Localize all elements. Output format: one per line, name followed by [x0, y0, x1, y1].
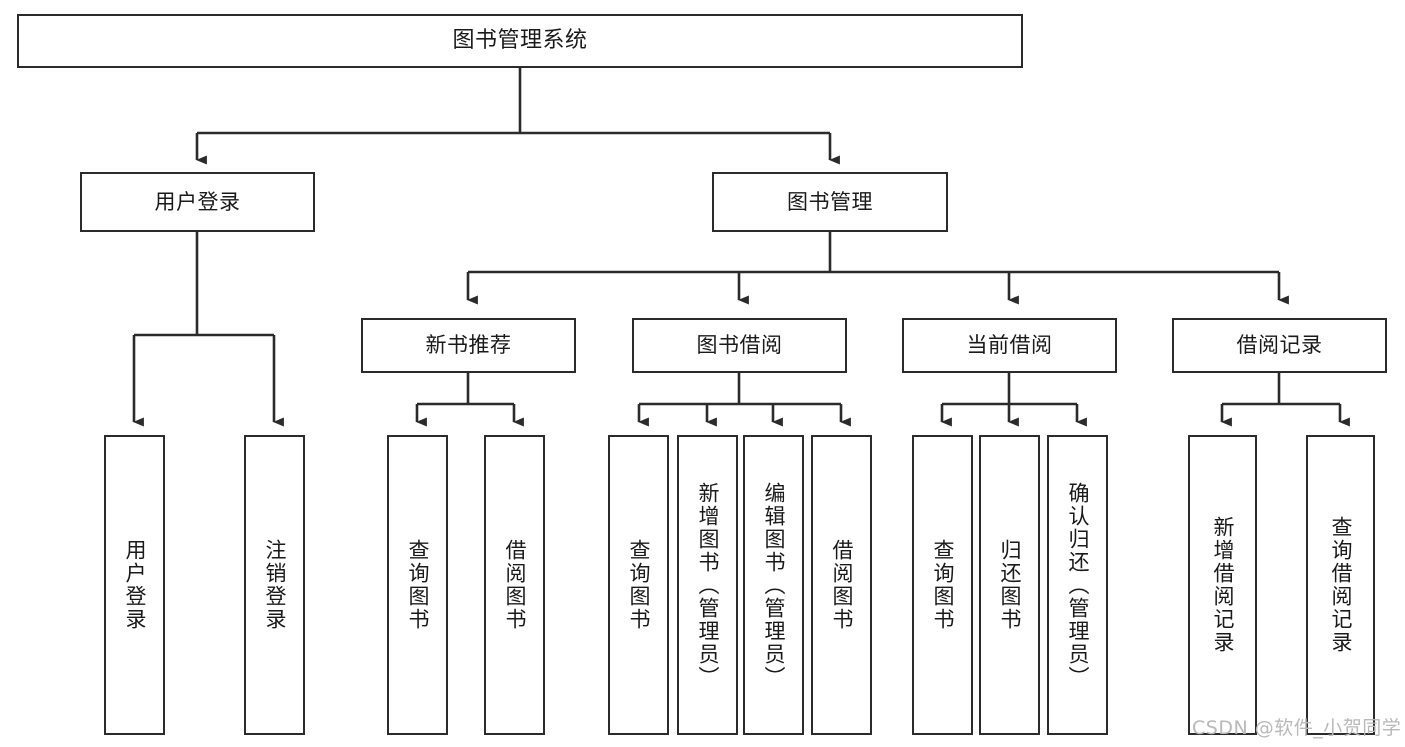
node-leaf-logout-login[interactable]: 注销登录	[244, 435, 305, 735]
node-leaf-borrow-book-1[interactable]: 借阅图书	[484, 435, 545, 735]
node-leaf-edit-book-label: 编辑图书（管理员）	[761, 481, 786, 689]
node-book-borrow-label: 图书借阅	[696, 333, 783, 358]
node-book-management-label: 图书管理	[787, 189, 873, 214]
node-book-management[interactable]: 图书管理	[712, 172, 948, 232]
node-leaf-user-login-label: 用户登录	[122, 539, 147, 631]
node-leaf-query-book-1-label: 查询图书	[405, 539, 430, 631]
node-leaf-add-record[interactable]: 新增借阅记录	[1188, 435, 1257, 735]
node-leaf-logout-login-label: 注销登录	[262, 539, 287, 631]
node-leaf-borrow-book-1-label: 借阅图书	[502, 539, 527, 631]
node-leaf-add-book-label: 新增图书（管理员）	[695, 481, 720, 689]
node-leaf-confirm-return-label: 确认归还（管理员）	[1065, 481, 1090, 689]
node-current-borrow-label: 当前借阅	[966, 333, 1053, 358]
node-new-book-recommend-label: 新书推荐	[425, 333, 512, 358]
node-leaf-add-book[interactable]: 新增图书（管理员）	[677, 435, 738, 735]
node-leaf-borrow-book-2-label: 借阅图书	[829, 539, 854, 631]
node-leaf-query-book-3-label: 查询图书	[930, 539, 955, 631]
node-leaf-add-record-label: 新增借阅记录	[1210, 516, 1235, 654]
node-leaf-query-book-1[interactable]: 查询图书	[387, 435, 448, 735]
node-leaf-borrow-book-2[interactable]: 借阅图书	[811, 435, 872, 735]
node-root-system-label: 图书管理系统	[452, 28, 588, 54]
node-leaf-query-book-3[interactable]: 查询图书	[912, 435, 973, 735]
node-leaf-query-record-label: 查询借阅记录	[1328, 516, 1353, 654]
node-borrow-record-label: 借阅记录	[1236, 333, 1323, 358]
csdn-watermark: CSDN @软件_小贺同学	[1192, 717, 1402, 739]
node-leaf-query-record[interactable]: 查询借阅记录	[1306, 435, 1375, 735]
node-leaf-confirm-return[interactable]: 确认归还（管理员）	[1047, 435, 1108, 735]
node-book-borrow[interactable]: 图书借阅	[632, 318, 847, 373]
node-borrow-record[interactable]: 借阅记录	[1172, 318, 1387, 373]
node-leaf-user-login[interactable]: 用户登录	[104, 435, 165, 735]
node-user-login[interactable]: 用户登录	[80, 172, 315, 232]
node-user-login-label: 用户登录	[154, 189, 241, 214]
node-leaf-return-book[interactable]: 归还图书	[979, 435, 1040, 735]
node-leaf-return-book-label: 归还图书	[997, 539, 1022, 631]
node-new-book-recommend[interactable]: 新书推荐	[361, 318, 576, 373]
node-current-borrow[interactable]: 当前借阅	[902, 318, 1117, 373]
node-leaf-query-book-2[interactable]: 查询图书	[608, 435, 669, 735]
node-leaf-query-book-2-label: 查询图书	[626, 539, 651, 631]
node-root-system[interactable]: 图书管理系统	[17, 14, 1023, 68]
node-leaf-edit-book[interactable]: 编辑图书（管理员）	[743, 435, 804, 735]
